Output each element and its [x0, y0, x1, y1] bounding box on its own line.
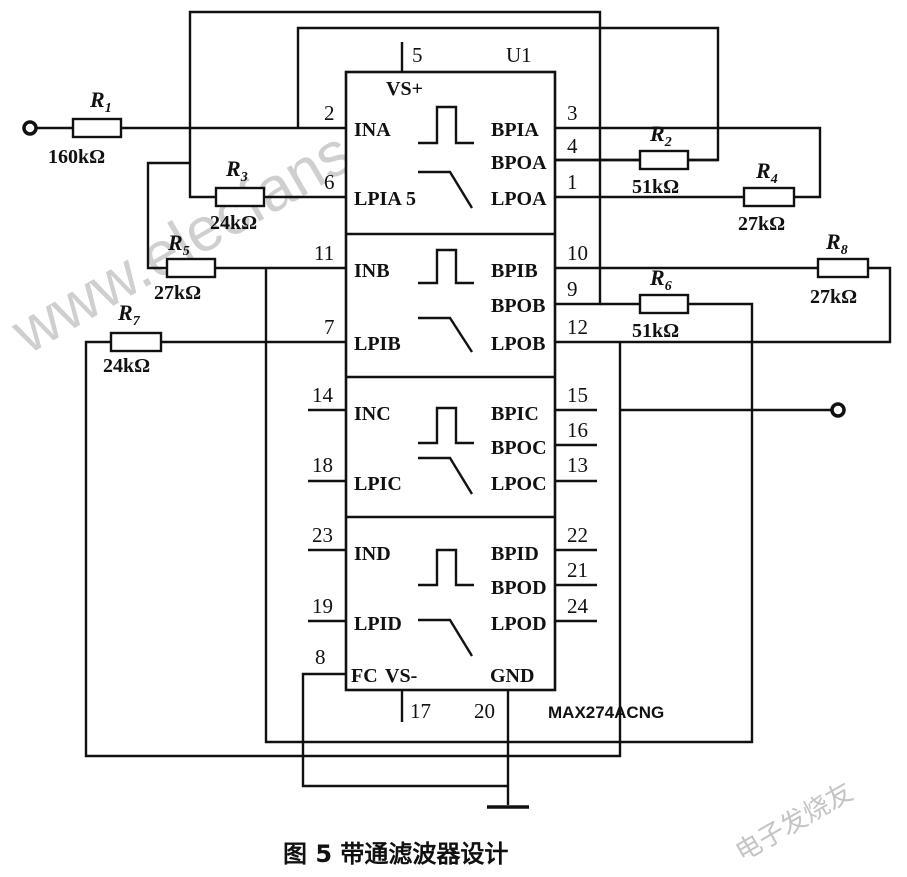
pin-21: 21 — [567, 558, 588, 582]
pin-10: 10 — [567, 241, 588, 265]
gnd-label: GND — [490, 665, 534, 687]
resistor-r8-name: R8 — [825, 229, 848, 258]
resistor-r4-body — [742, 186, 796, 208]
bpob-label: BPOB — [491, 295, 545, 317]
resistor-r8-body — [816, 257, 870, 279]
resistor-r4-value: 27kΩ — [738, 213, 785, 235]
pin-2: 2 — [324, 101, 335, 125]
resistor-r1-name: R1 — [89, 87, 112, 116]
resistor-r2-name: R2 — [649, 121, 672, 150]
resistor-r5-value: 27kΩ — [154, 282, 201, 304]
ina-label: INA — [354, 119, 391, 141]
resistor-r7-value: 24kΩ — [103, 355, 150, 377]
pin-6: 6 — [324, 170, 335, 194]
pin-14: 14 — [312, 383, 334, 407]
pin-3: 3 — [567, 101, 578, 125]
fc-label: FC — [351, 665, 378, 687]
part-number: MAX274ACNG — [548, 703, 664, 722]
lpia-label: LPIA — [354, 188, 402, 210]
lpib-label: LPIB — [354, 333, 401, 355]
pin-9: 9 — [567, 277, 578, 301]
watermark-dianzifashaoyou: 电子发烧友 — [731, 777, 859, 868]
pin-12: 12 — [567, 315, 588, 339]
resistor-r2-body — [638, 149, 690, 171]
pin-7: 7 — [324, 315, 335, 339]
resistor-r3-value: 24kΩ — [210, 212, 257, 234]
pin-16: 16 — [567, 418, 588, 442]
pin-18: 18 — [312, 453, 333, 477]
resistor-r8-value: 27kΩ — [810, 286, 857, 308]
bpod-label: BPOD — [491, 577, 547, 599]
output-terminal — [830, 402, 846, 418]
max274-chip: VS+ 5 U1 INA LPIA 5 BPIA BPOA LPOA 2 6 3… — [312, 43, 664, 723]
pin-13: 13 — [567, 453, 588, 477]
pin-8: 8 — [315, 645, 326, 669]
pin-5: 5 — [412, 43, 423, 67]
pin-23: 23 — [312, 523, 333, 547]
resistor-r4-name: R4 — [755, 158, 778, 187]
ind-label: IND — [354, 543, 391, 565]
lpoa-label: LPOA — [491, 188, 547, 210]
pin-11: 11 — [314, 241, 334, 265]
resistor-r5-name: R5 — [167, 230, 190, 259]
resistor-r5-body — [165, 257, 217, 279]
resistor-r1-value: 160kΩ — [48, 146, 105, 168]
pin-17: 17 — [410, 699, 431, 723]
input-terminal — [22, 120, 38, 136]
pin-1: 1 — [567, 170, 578, 194]
resistor-r3-name: R3 — [225, 156, 248, 185]
lpid-label: LPID — [354, 613, 402, 635]
resistor-r7-name: R7 — [117, 300, 141, 329]
lpoc-label: LPOC — [491, 473, 547, 495]
wires — [36, 10, 892, 809]
bpoc-label: BPOC — [491, 437, 547, 459]
lpic-label: LPIC — [354, 473, 402, 495]
pin-15: 15 — [567, 383, 588, 407]
pin-20: 20 — [474, 699, 495, 723]
pin-22: 22 — [567, 523, 588, 547]
pin-24: 24 — [567, 594, 589, 618]
vs-minus-label: VS- — [385, 665, 417, 687]
chip-ref: U1 — [506, 43, 532, 67]
bpia-label: BPIA — [491, 119, 539, 141]
bpib-label: BPIB — [491, 260, 538, 282]
figure-caption: 图 5 带通滤波器设计 — [283, 840, 508, 868]
resistors: R1 160kΩ R2 51kΩ R3 24kΩ R4 27kΩ R5 27kΩ… — [48, 87, 870, 377]
pin-19: 19 — [312, 594, 333, 618]
inb-label: INB — [354, 260, 390, 282]
bpoa-label: BPOA — [491, 152, 547, 174]
resistor-r2-value: 51kΩ — [632, 176, 679, 198]
vs-plus-label: VS+ — [386, 78, 423, 100]
lpod-label: LPOD — [491, 613, 547, 635]
bpic-label: BPIC — [491, 403, 539, 425]
filter-symbols — [418, 105, 474, 657]
lpob-label: LPOB — [491, 333, 545, 355]
resistor-r6-body — [638, 293, 690, 315]
lpia-extra: 5 — [406, 188, 416, 210]
bpid-label: BPID — [491, 543, 539, 565]
pin-4: 4 — [567, 134, 578, 158]
resistor-r7-body — [109, 331, 163, 353]
resistor-r3-body — [214, 186, 266, 208]
resistor-r6-name: R6 — [649, 265, 672, 294]
resistor-r1-body — [71, 117, 123, 139]
inc-label: INC — [354, 403, 391, 425]
resistor-r6-value: 51kΩ — [632, 320, 679, 342]
